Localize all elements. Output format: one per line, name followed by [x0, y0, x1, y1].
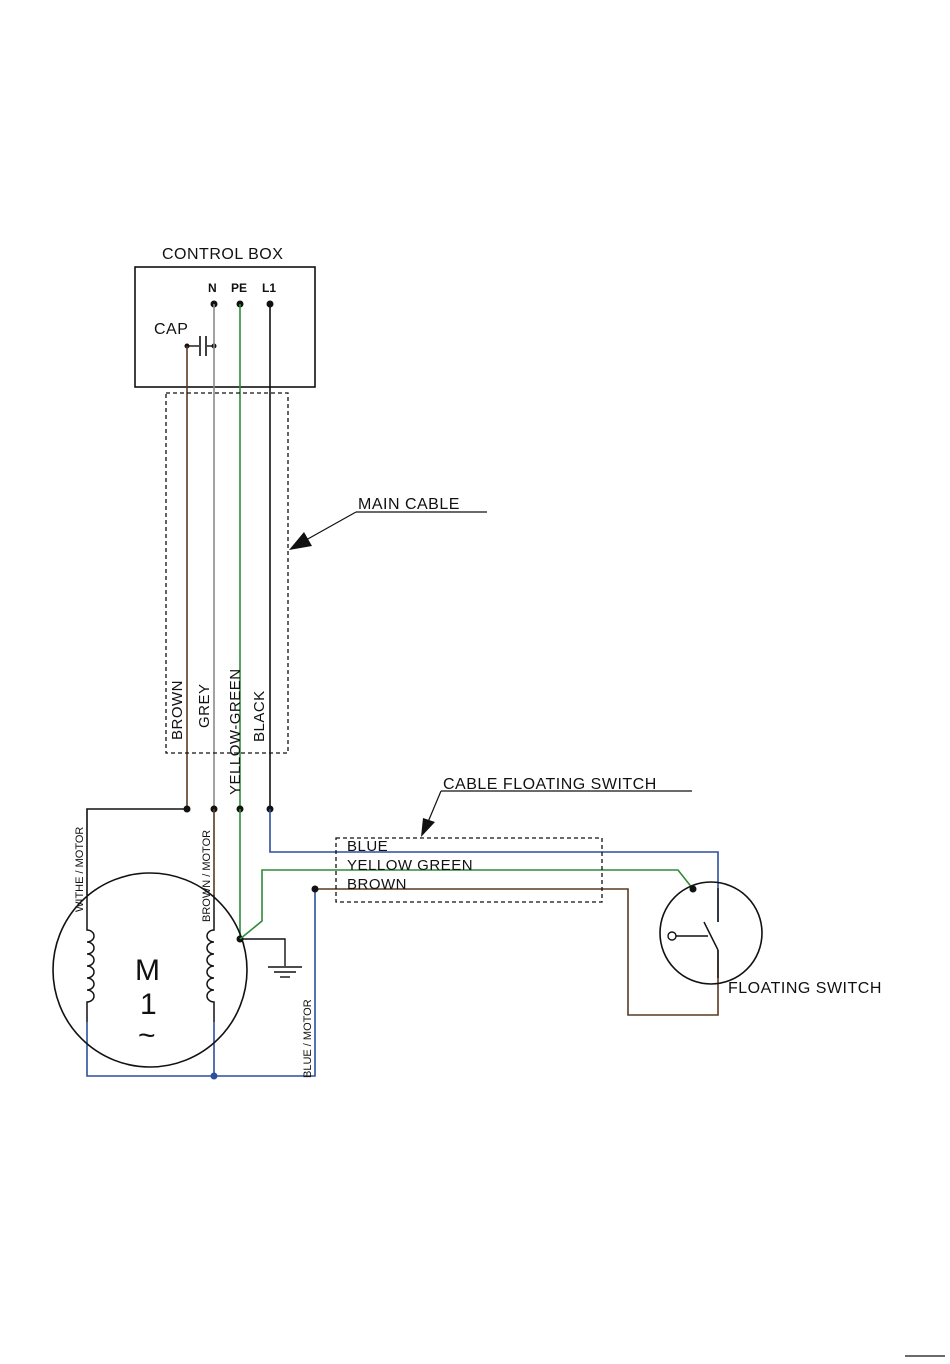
label-fs-brown: BROWN: [347, 876, 407, 893]
junction-row: [184, 806, 274, 813]
floating-switch: FLOATING SWITCH: [660, 882, 882, 997]
label-fs-blue: BLUE: [347, 838, 388, 855]
main-cable-label: MAIN CABLE: [358, 496, 460, 513]
label-black: BLACK: [251, 690, 268, 742]
capacitor-symbol: [185, 336, 217, 356]
label-grey: GREY: [196, 683, 213, 728]
motor-symbol-m: M: [135, 954, 160, 987]
cap-label: CAP: [154, 321, 188, 338]
label-yellow-green: YELLOW-GREEN: [227, 668, 244, 795]
motor-coil-left: [87, 895, 94, 1022]
motor-symbol-1: 1: [140, 988, 157, 1021]
label-withe-motor: WITHE / MOTOR: [74, 827, 86, 912]
terminal-pe-label: PE: [231, 281, 247, 295]
label-blue-motor: BLUE / MOTOR: [302, 999, 314, 1078]
label-brown-motor: BROWN / MOTOR: [201, 830, 213, 922]
label-brown: BROWN: [169, 680, 186, 740]
floating-switch-label: FLOATING SWITCH: [728, 980, 882, 997]
main-cable-arrowhead: [289, 532, 312, 550]
floating-cable-arrowhead: [421, 818, 435, 837]
motor-symbol-tilde: ~: [138, 1019, 156, 1052]
terminal-l1-label: L1: [262, 281, 276, 295]
control-box-title: CONTROL BOX: [162, 246, 283, 263]
floating-cable-callout: CABLE FLOATING SWITCH: [421, 776, 692, 837]
floating-cable-wires: [240, 809, 718, 1015]
main-cable-callout: MAIN CABLE: [289, 496, 487, 550]
terminal-n-label: N: [208, 281, 217, 295]
label-fs-yellow-green: YELLOW GREEN: [347, 857, 473, 874]
control-box: CONTROL BOX N PE L1 CAP: [135, 246, 315, 387]
